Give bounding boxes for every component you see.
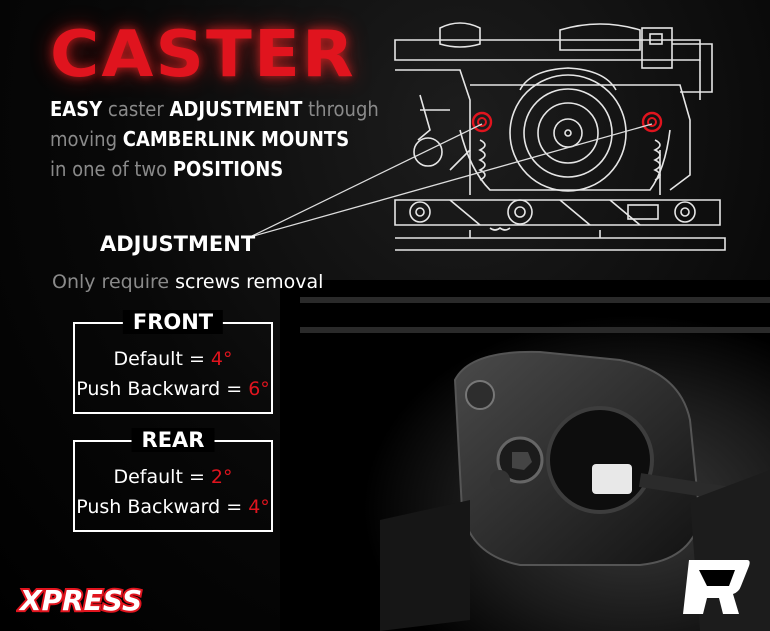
front-default: Default = 4° — [113, 348, 233, 370]
red-bolt-marker — [471, 111, 663, 133]
svg-text:XPRESS: XPRESS — [18, 584, 142, 617]
description-line-3: in one of two POSITIONS — [50, 157, 284, 181]
front-heading: FRONT — [122, 310, 224, 334]
r-logo-icon: R — [683, 560, 750, 614]
description-line-2: moving CAMBERLINK MOUNTS — [50, 127, 350, 151]
description-line-1: EASY caster ADJUSTMENT through — [50, 97, 379, 121]
front-settings-box: FRONT Default = 4° Push Backward = 6° — [73, 310, 273, 414]
xpress-logo: XPRESS — [16, 582, 144, 619]
front-push-backward: Push Backward = 6° — [76, 378, 270, 400]
adjustment-subtitle: Only require screws removal — [52, 271, 324, 293]
page-title: CASTER — [50, 18, 356, 92]
description: EASY caster ADJUSTMENT through moving CA… — [50, 94, 380, 184]
adjustment-title: ADJUSTMENT — [100, 232, 256, 256]
rear-push-backward: Push Backward = 4° — [76, 496, 270, 518]
rear-settings-box: REAR Default = 2° Push Backward = 4° — [73, 428, 273, 532]
rear-default: Default = 2° — [113, 466, 233, 488]
rear-heading: REAR — [131, 428, 215, 452]
callout-lines — [249, 123, 653, 238]
